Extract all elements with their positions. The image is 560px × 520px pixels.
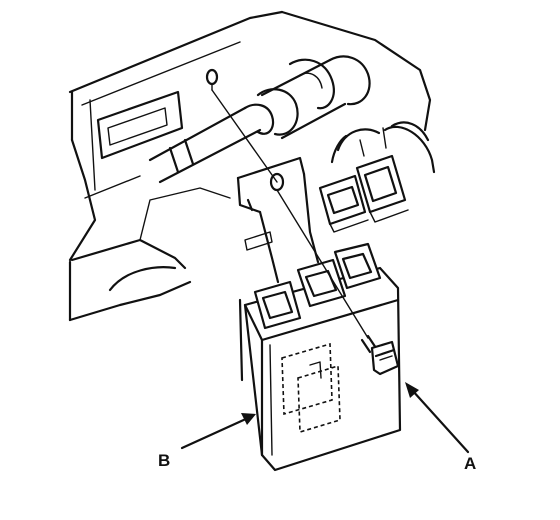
lower-panel (70, 187, 231, 292)
steering-shaft (148, 55, 371, 184)
housing-slot (96, 90, 184, 160)
callout-arrow-a (405, 382, 470, 454)
housing-hole (205, 68, 219, 91)
callout-label-a: A (464, 454, 477, 473)
alignment-lines (211, 89, 369, 339)
unit-connectors (253, 242, 382, 330)
callout-arrow-b (180, 413, 256, 450)
wire-harness (330, 121, 436, 174)
callout-label-b: B (158, 451, 171, 470)
harness-connectors (318, 154, 409, 233)
housing-outline (68, 10, 432, 322)
mounting-bracket (236, 156, 320, 382)
mounting-bolt (360, 334, 400, 376)
